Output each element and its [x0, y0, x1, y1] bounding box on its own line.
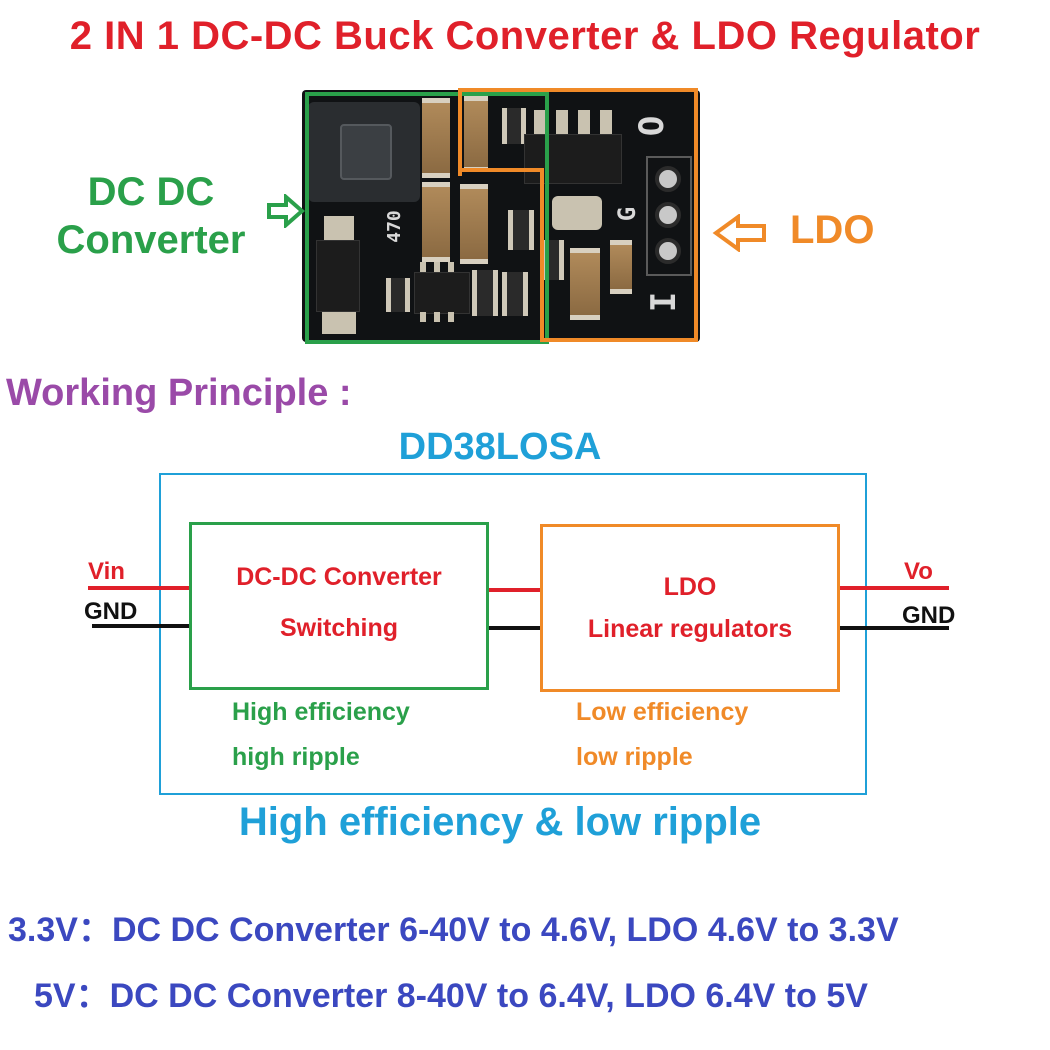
inductor [308, 102, 420, 202]
regulator-pin [578, 110, 590, 134]
vin-wire [88, 586, 190, 590]
pin-header [646, 156, 692, 276]
arrow-right-icon [267, 194, 306, 228]
dcdc-block-title: DC-DC Converter [236, 563, 442, 591]
spec-voltage-label: 3.3V： [8, 911, 112, 949]
gnd-in-label: GND [84, 598, 138, 625]
ldo-highlight-bottom [540, 172, 698, 342]
ic-pin [434, 262, 440, 272]
dcdc-block-subtitle: Switching [279, 614, 399, 642]
gnd-out-label: GND [902, 602, 956, 629]
capacitor [460, 184, 488, 264]
dcdc-highlight [305, 92, 549, 344]
ic-pin [420, 262, 426, 272]
diode [316, 240, 360, 312]
inductor-core [340, 124, 392, 180]
link-positive-wire [486, 588, 542, 592]
module-outline [159, 473, 867, 795]
principle-heading: Working Principle : [6, 372, 352, 414]
link-ground-wire [486, 626, 542, 630]
ldo-efficiency-note: Low efficiency [576, 698, 749, 726]
resistor [502, 108, 526, 144]
module-photo: 470 O G I [302, 90, 700, 342]
ldo-block: LDO Linear regulators [540, 524, 840, 692]
ic-pin [434, 312, 440, 322]
ldo-highlight-step [458, 168, 544, 172]
ldo-block-subtitle: Linear regulators [587, 615, 793, 643]
ldo-block-title: LDO [663, 573, 717, 601]
ldo-label: LDO [790, 208, 875, 252]
capacitor [570, 248, 600, 320]
vin-label: Vin [88, 558, 125, 585]
tagline: High efficiency & low ripple [238, 800, 762, 844]
spec-row-5v: 5V：DC DC Converter 8-40V to 6.4V, LDO 6.… [34, 968, 868, 1017]
capacitor [422, 98, 450, 178]
regulator-pin [556, 110, 568, 134]
resistor [386, 278, 410, 312]
dcdc-label-line2: Converter [56, 218, 246, 262]
ic-pin [448, 312, 454, 322]
dcdc-efficiency-note: High efficiency [232, 698, 410, 726]
resistor [472, 270, 498, 316]
spec-voltage-label: 5V： [34, 977, 110, 1015]
module-name: DD38LOSA [398, 426, 602, 468]
controller-ic [414, 272, 470, 314]
regulator-pin [600, 110, 612, 134]
ic-pin [448, 262, 454, 272]
dcdc-block: DC-DC Converter Switching [189, 522, 489, 690]
ldo-tab [552, 196, 602, 230]
ic-pin [420, 312, 426, 322]
solder-pad [324, 216, 354, 242]
pin-i[interactable] [655, 238, 681, 264]
spec-text: DC DC Converter 8-40V to 6.4V, LDO 6.4V … [109, 977, 868, 1015]
vo-wire [837, 586, 949, 590]
capacitor [422, 182, 450, 262]
ldo-ripple-note: low ripple [576, 743, 693, 771]
pin-o[interactable] [655, 166, 681, 192]
solder-pad [322, 312, 356, 334]
gnd-in-wire [92, 624, 190, 628]
capacitor [464, 96, 488, 172]
resistor [508, 210, 534, 250]
dcdc-label-line1: DC DC [87, 170, 215, 214]
resistor [502, 272, 528, 316]
spec-text: DC DC Converter 6-40V to 4.6V, LDO 4.6V … [111, 911, 899, 949]
gnd-out-wire [837, 626, 949, 630]
dcdc-label: DC DC Converter [36, 168, 266, 264]
regulator-pin [534, 110, 546, 134]
dcdc-ripple-note: high ripple [232, 743, 360, 771]
capacitor [610, 240, 632, 294]
page-title: 2 IN 1 DC-DC Buck Converter & LDO Regula… [69, 14, 981, 58]
arrow-left-icon [712, 214, 766, 252]
pin-g[interactable] [655, 202, 681, 228]
vo-label: Vo [904, 558, 933, 585]
spec-row-3v3: 3.3V：DC DC Converter 6-40V to 4.6V, LDO … [8, 902, 899, 951]
ldo-highlight-top [458, 88, 698, 176]
